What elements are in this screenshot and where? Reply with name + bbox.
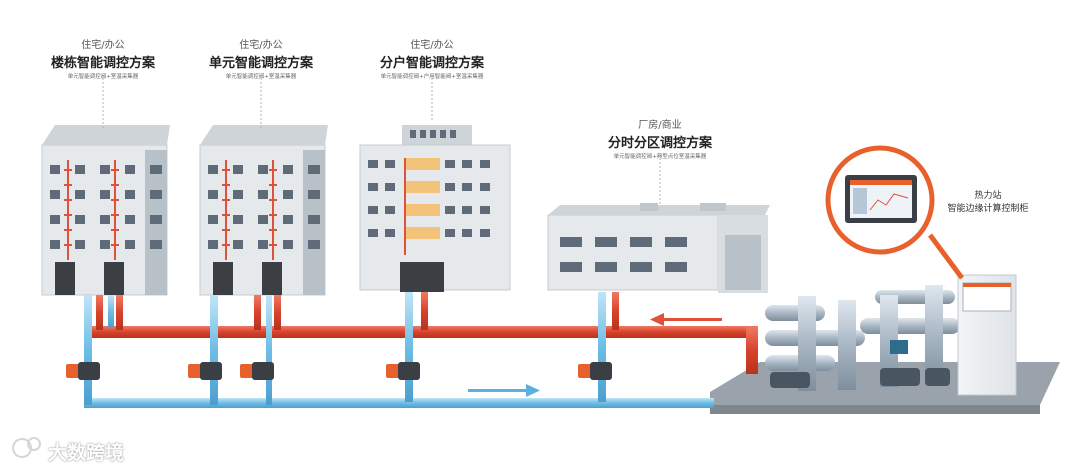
scheme-category: 住宅/办公: [81, 40, 125, 51]
building-1: [41, 125, 170, 296]
brand-logo-icon: [12, 437, 41, 458]
scheme-category: 住宅/办公: [239, 40, 283, 51]
brand-watermark: 大数跨境: [48, 442, 125, 464]
cabinet-screen-callout: [825, 145, 965, 280]
station-cabinet-name: 智能边缘计算控制柜: [947, 204, 1029, 214]
scheme-subtitle: 单元智能调控阀+室温采集器: [225, 74, 297, 80]
station-label: 热力站 智能边缘计算控制柜: [942, 190, 1034, 216]
scheme-title: 单元智能调控方案: [208, 56, 314, 71]
return-pipes: [84, 292, 714, 408]
building-3: [359, 125, 511, 292]
scheme-subtitle: 单元智能调控阀+典型点位室温采集器: [613, 154, 707, 160]
scheme-label-building: 住宅/办公 楼栋智能调控方案 单元智能调控阀+室温采集器: [51, 36, 155, 80]
building-4-factory: [547, 203, 770, 293]
supply-pipes: [88, 292, 758, 374]
scheme-title: 楼栋智能调控方案: [50, 56, 156, 71]
scheme-title: 分时分区调控方案: [607, 136, 713, 151]
scheme-category: 厂房/商业: [638, 120, 682, 131]
control-cabinet: [957, 274, 1017, 396]
building-2: [199, 125, 328, 296]
scheme-subtitle: 单元智能调控阀+室温采集器: [67, 74, 139, 80]
scheme-title: 分户智能调控方案: [379, 56, 485, 71]
control-valves: [66, 362, 612, 380]
return-flow-arrow: [468, 384, 540, 397]
heat-station-equipment: [765, 285, 960, 391]
leader-lines: [102, 78, 661, 205]
scheme-label-unit: 住宅/办公 单元智能调控方案 单元智能调控阀+室温采集器: [209, 36, 313, 80]
supply-flow-arrow: [650, 313, 722, 326]
scheme-subtitle: 单元智能调控阀+户用智能阀+室温采集器: [380, 74, 484, 80]
scheme-category: 住宅/办公: [410, 40, 454, 51]
scheme-label-household: 住宅/办公 分户智能调控方案 单元智能调控阀+户用智能阀+室温采集器: [380, 36, 484, 80]
scheme-label-factory: 厂房/商业 分时分区调控方案 单元智能调控阀+典型点位室温采集器: [608, 116, 712, 160]
station-name: 热力站: [974, 191, 1002, 201]
